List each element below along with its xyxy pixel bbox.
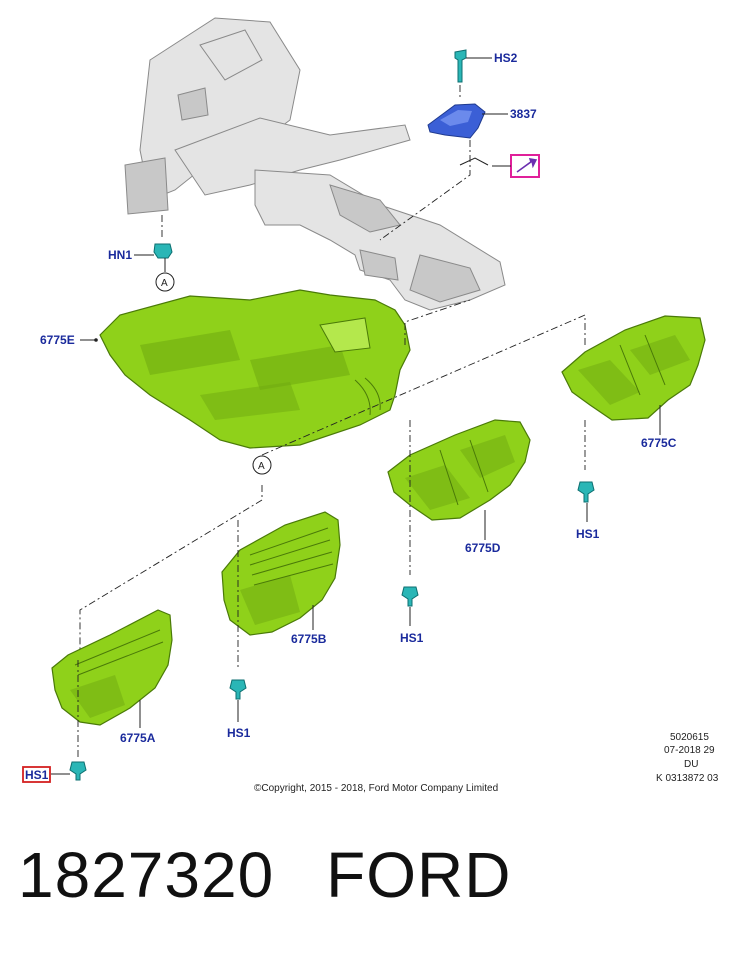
view-arrow-icon[interactable]	[492, 154, 540, 178]
p6775d-label[interactable]: 6775D	[465, 541, 501, 555]
meta-line-1: 5020615	[670, 732, 709, 743]
hs1-a-label[interactable]: HS1	[25, 768, 49, 782]
front-subframe	[124, 17, 506, 311]
brand-name: FORD	[326, 839, 512, 911]
parts-diagram: HS2 3837 HN1 A 6775E	[22, 17, 719, 794]
hs1-c-label[interactable]: HS1	[576, 527, 600, 541]
hs1-b-label[interactable]: HS1	[227, 726, 251, 740]
undershield-6775e[interactable]: 6775E	[40, 289, 411, 449]
hn1-label[interactable]: HN1	[108, 248, 132, 262]
hs1-fastener-a[interactable]: HS1	[22, 761, 87, 783]
undershield-6775a[interactable]: 6775A	[51, 609, 173, 745]
hs2-label[interactable]: HS2	[494, 51, 518, 65]
ref-a-lower-dash	[79, 485, 263, 660]
hs1-d-label[interactable]: HS1	[400, 631, 424, 645]
meta-line-3: DU	[684, 759, 698, 770]
undershield-6775b[interactable]: 6775B	[221, 511, 341, 646]
reference-marker-a-top[interactable]: A	[155, 258, 175, 292]
bracket-dash-line	[379, 140, 471, 241]
undershield-6775c[interactable]: 6775C	[561, 315, 706, 450]
bracket-3837[interactable]: 3837	[427, 103, 537, 139]
svg-text:A: A	[258, 461, 265, 472]
p3837-label[interactable]: 3837	[510, 107, 537, 121]
p6775b-label[interactable]: 6775B	[291, 632, 327, 646]
undershield-6775d[interactable]: 6775D	[387, 419, 531, 555]
hs1-fastener-d[interactable]: HS1	[400, 586, 424, 645]
part-number-caption: 1827320 FORD	[18, 838, 563, 912]
copyright-text: ©Copyright, 2015 - 2018, Ford Motor Comp…	[254, 783, 498, 794]
svg-text:A: A	[161, 278, 168, 289]
hn1-fastener[interactable]: HN1	[108, 215, 173, 262]
p6775e-label[interactable]: 6775E	[40, 333, 75, 347]
meta-line-2: 07-2018 29	[664, 745, 715, 756]
hs2-fastener[interactable]: HS2	[454, 49, 518, 83]
p6775a-label[interactable]: 6775A	[120, 731, 156, 745]
hs1-fastener-c[interactable]: HS1	[576, 481, 600, 541]
reference-marker-a-mid[interactable]: A	[252, 455, 272, 475]
hs1-fastener-b[interactable]: HS1	[227, 679, 251, 740]
drawing-metadata: 5020615 07-2018 29 DU K 0313872 03 ©Copy…	[254, 732, 719, 794]
part-number: 1827320	[18, 839, 275, 911]
p6775c-label[interactable]: 6775C	[641, 436, 677, 450]
meta-line-4: K 0313872 03	[656, 773, 719, 784]
